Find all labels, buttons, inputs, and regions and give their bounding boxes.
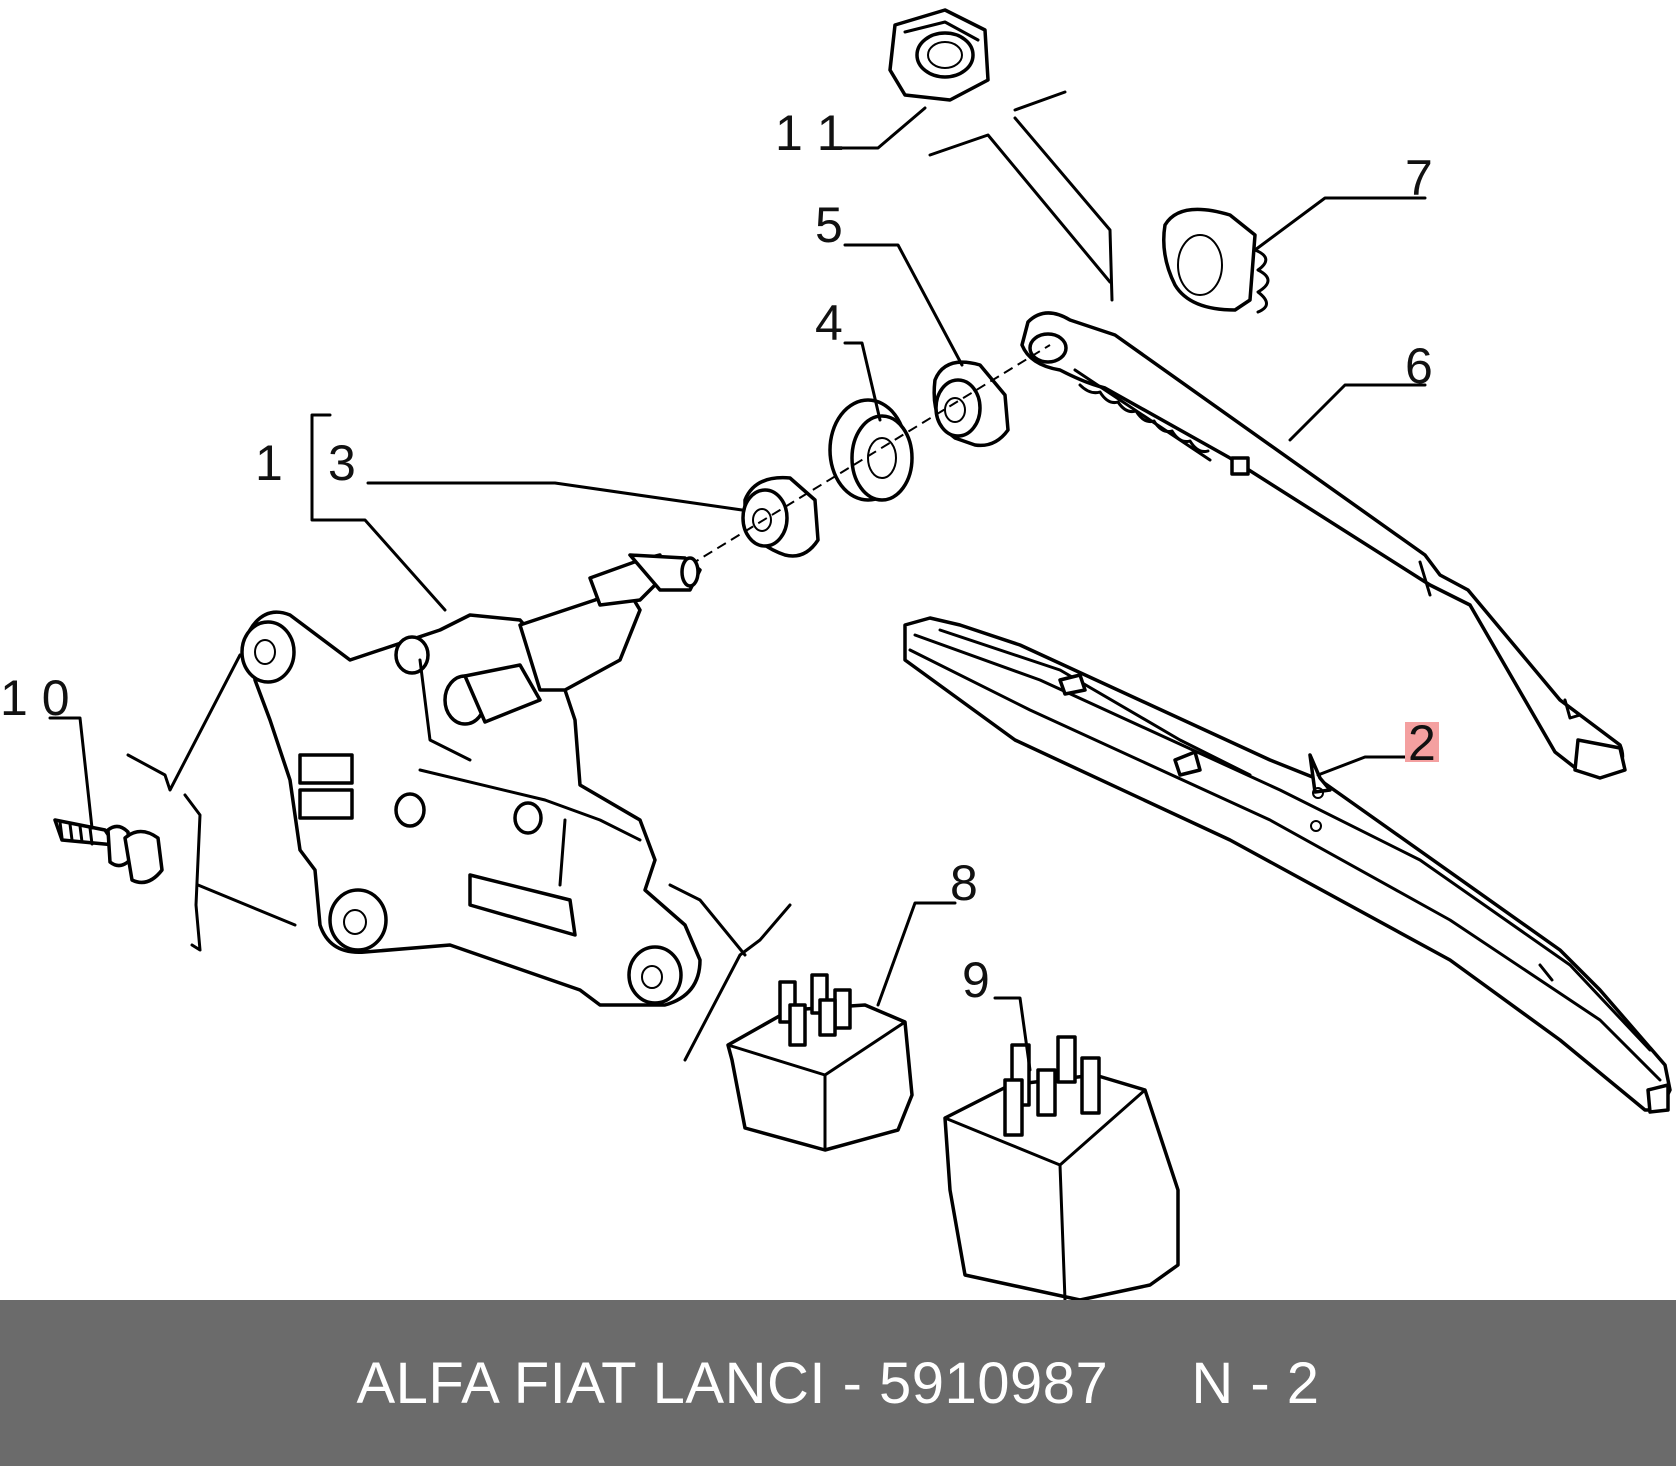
- label-11: 1 1: [775, 105, 845, 161]
- part-3-grommet[interactable]: [741, 475, 820, 558]
- mount-line-c: [196, 883, 297, 927]
- label-1: 1: [255, 435, 283, 491]
- part-8-relay[interactable]: [726, 973, 914, 1152]
- footer-text: ALFA FIAT LANCI - 5910987 N - 2: [356, 1350, 1320, 1416]
- part-5-bushing[interactable]: [932, 360, 1010, 448]
- part-9-relay[interactable]: [943, 1035, 1180, 1300]
- part-6-wiper-arm[interactable]: [1020, 311, 1627, 780]
- label-7: 7: [1405, 150, 1433, 206]
- label-3: 3: [328, 435, 356, 491]
- label-6: 6: [1405, 338, 1433, 394]
- leader-9: [993, 996, 1032, 1072]
- part-7-clip[interactable]: [1162, 207, 1270, 314]
- leader-8: [876, 901, 957, 1007]
- leader-5: [843, 243, 964, 367]
- leader-2: [1316, 755, 1412, 777]
- mount-line-e: [683, 903, 792, 1062]
- axis-line-b: [1013, 90, 1067, 112]
- label-8: 8: [950, 855, 978, 911]
- label-4: 4: [815, 295, 843, 351]
- leader-10: [48, 716, 94, 830]
- leader-3: [366, 481, 744, 512]
- bracket-1: [310, 413, 447, 612]
- mount-line-a: [126, 653, 242, 792]
- part-1-motor-assembly[interactable]: [240, 553, 702, 1007]
- axis-line-c: [1013, 116, 1114, 302]
- mount-line-b: [183, 793, 202, 952]
- label-5: 5: [815, 197, 843, 253]
- leader-4: [843, 341, 882, 422]
- leader-11: [838, 106, 927, 150]
- part-number-footer: ALFA FIAT LANCI - 5910987 N - 2: [0, 1300, 1676, 1466]
- part-11-nut[interactable]: [888, 8, 990, 102]
- label-2: 2: [1408, 715, 1436, 771]
- shaft-axis: [689, 344, 1051, 566]
- part-10-bolt[interactable]: [53, 818, 164, 885]
- label-2-highlight: [1405, 722, 1439, 762]
- leader-6: [1288, 383, 1427, 442]
- label-10: 1 0: [0, 670, 70, 726]
- part-4-washer[interactable]: [828, 398, 914, 502]
- mount-line-d: [668, 883, 747, 957]
- leader-7: [1253, 196, 1427, 252]
- part-2-wiper-blade[interactable]: [903, 616, 1672, 1114]
- label-9: 9: [962, 952, 990, 1008]
- axis-line-a: [928, 133, 1112, 284]
- wiper-parts-diagram: 1 1 7 6 5 4: [0, 8, 1672, 1300]
